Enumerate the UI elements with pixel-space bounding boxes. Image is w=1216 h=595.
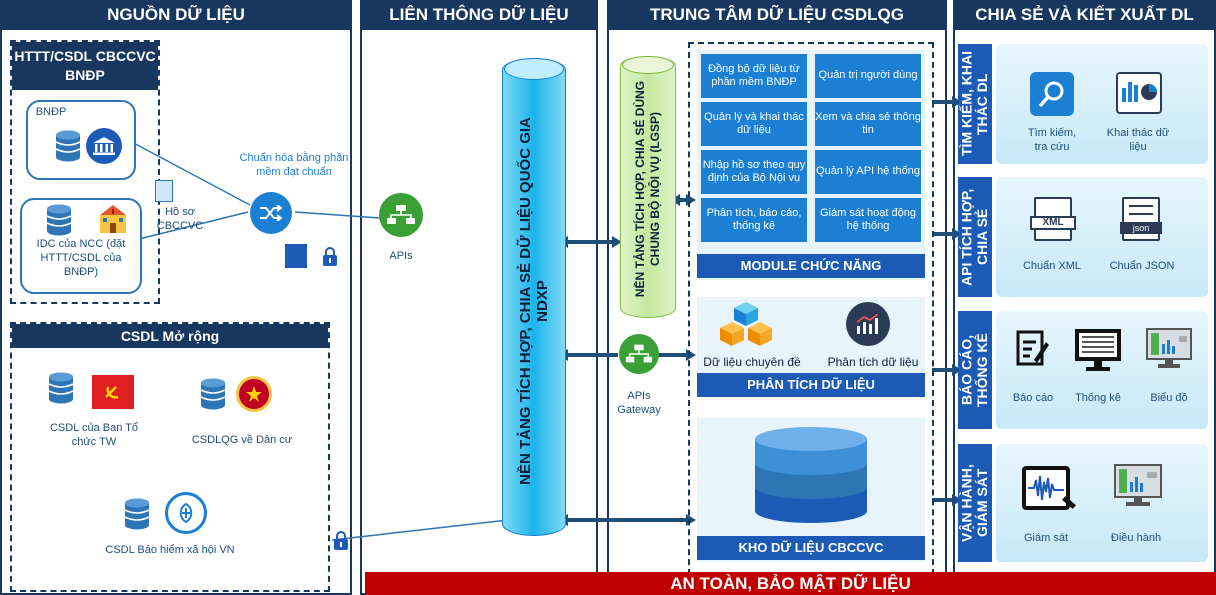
module-item: Quản lý API hệ thống (815, 150, 921, 194)
operation-label: Điều hành (1110, 532, 1162, 544)
json-file-icon (1122, 197, 1160, 241)
lgsp-cylinder (620, 56, 676, 318)
header-share: CHIA SẺ VÀ KIẾT XUẤT DL (953, 0, 1216, 30)
side-title-search: TÌM KIẾM, KHAI THÁC DL (958, 44, 992, 164)
side-title-operate: VẬN HÀNH, GIÁM SÁT (958, 444, 992, 562)
gateway-label: APIs Gateway (617, 390, 661, 416)
lock-icon (334, 531, 348, 550)
database-icon (48, 372, 74, 404)
search-label: Tìm kiếm, tra cứu (1027, 127, 1077, 153)
report-label: Báo cáo (1012, 392, 1054, 404)
module-title: MODULE CHỨC NĂNG (697, 254, 925, 278)
party-flag-icon (92, 375, 134, 409)
header-center: TRUNG TÂM DỮ LIỆU CSDLQG (607, 0, 947, 30)
file-icon (285, 244, 307, 268)
bndp-label: BNĐP (35, 106, 67, 118)
bhxh-label: CSDL Bảo hiểm xã hội VN (105, 544, 235, 556)
side-title-report: BÁO CÁO, THỐNG KÊ (958, 311, 992, 429)
module-item: Đồng bộ dữ liệu từ phần mềm BNĐP (701, 54, 807, 98)
analytics-chart-icon (846, 302, 890, 346)
network-icon (379, 193, 423, 237)
api-box (996, 177, 1208, 297)
network-icon (619, 334, 659, 374)
header-sources: NGUỒN DỮ LIỆU (0, 0, 352, 30)
hoso-label: Hồ sơ CBCCVC (156, 206, 204, 232)
monitoring-waveform-icon (1022, 466, 1070, 510)
analysis-title: PHÂN TÍCH DỮ LIỆU (697, 373, 925, 397)
xml-label: Chuẩn XML (1022, 260, 1082, 272)
lgsp-cylinder-top (622, 56, 674, 74)
ndxp-label: NỀN TẢNG TÍCH HỢP, CHIA SẺ DỮ LIỆU QUỐC … (517, 117, 551, 485)
apis-label: APIs (389, 250, 413, 262)
json-label: Chuẩn JSON (1109, 260, 1175, 272)
warehouse-title: KHO DỮ LIỆU CBCCVC (697, 536, 925, 560)
mo-rong-panel (10, 322, 330, 592)
chart-label: Biểu đồ (1150, 392, 1188, 404)
module-item: Quản trị người dùng (815, 54, 921, 98)
shuffle-icon (250, 192, 292, 234)
header-integration: LIÊN THÔNG DỮ LIỆU (360, 0, 598, 30)
side-title-api: API TÍCH HỢP, CHIA SẺ (958, 177, 992, 297)
security-banner: AN TOÀN, BẢO MẬT DỮ LIỆU (365, 572, 1216, 595)
module-item: Phân tích, báo cáo, thống kê (701, 198, 807, 242)
statistics-label: Thống kê (1075, 392, 1121, 404)
operation-monitor-icon (1114, 464, 1162, 506)
government-building-icon (86, 128, 122, 164)
idc-label: IDC của NCC (đặt HTTT/CSDL của BNĐP) (36, 238, 126, 278)
big-database-icon (755, 427, 867, 523)
dashboard-icon (1116, 72, 1162, 114)
httt-panel (10, 40, 160, 304)
module-item: Giám sát hoạt động hệ thống (815, 198, 921, 242)
magnifier-icon (1030, 72, 1074, 116)
mo-rong-title: CSDL Mở rộng (12, 324, 328, 348)
statistics-monitor-icon (1075, 329, 1121, 371)
chart-monitor-icon (1146, 328, 1192, 368)
ndxp-cylinder (502, 58, 566, 536)
lock-icon (323, 247, 337, 266)
report-edit-icon (1016, 330, 1049, 366)
school-building-icon (100, 205, 126, 233)
module-item: Xem và chia sẻ thông tin (815, 102, 921, 146)
du-lieu-chuyen-de-label: Dữ liệu chuyên đề (703, 355, 801, 369)
police-emblem-icon (236, 376, 272, 412)
ban-to-chuc-label: CSDL của Ban Tổ chức TW (49, 422, 139, 448)
ndxp-cylinder-top (504, 58, 564, 80)
social-insurance-logo-icon (165, 492, 207, 534)
module-item: Quản lý và khai thác dữ liệu (701, 102, 807, 146)
json-badge: json (1120, 222, 1162, 234)
database-icon (46, 204, 72, 236)
phan-tich-label: Phân tích dữ liệu (827, 355, 919, 369)
dan-cu-label: CSDLQG về Dân cư (191, 434, 293, 446)
database-icon (55, 130, 81, 162)
document-icon (155, 180, 173, 202)
xml-badge: XML (1030, 216, 1076, 230)
cubes-icon (720, 302, 772, 346)
monitoring-label: Giám sát (1023, 532, 1068, 544)
chuanhoa-label: Chuẩn hóa bằng phần mềm đạt chuẩn (239, 152, 349, 178)
lgsp-label: NỀN TẢNG TÍCH HỢP, CHIA SẺ DÙNG CHUNG BỘ… (633, 80, 662, 298)
httt-title: HTTT/CSDL CBCCVC BNĐP (12, 42, 158, 90)
mining-label: Khai thác dữ liệu (1106, 127, 1170, 153)
database-icon (200, 378, 226, 410)
database-icon (124, 498, 150, 530)
module-item: Nhập hồ sơ theo quy định của Bộ Nội vụ (701, 150, 807, 194)
